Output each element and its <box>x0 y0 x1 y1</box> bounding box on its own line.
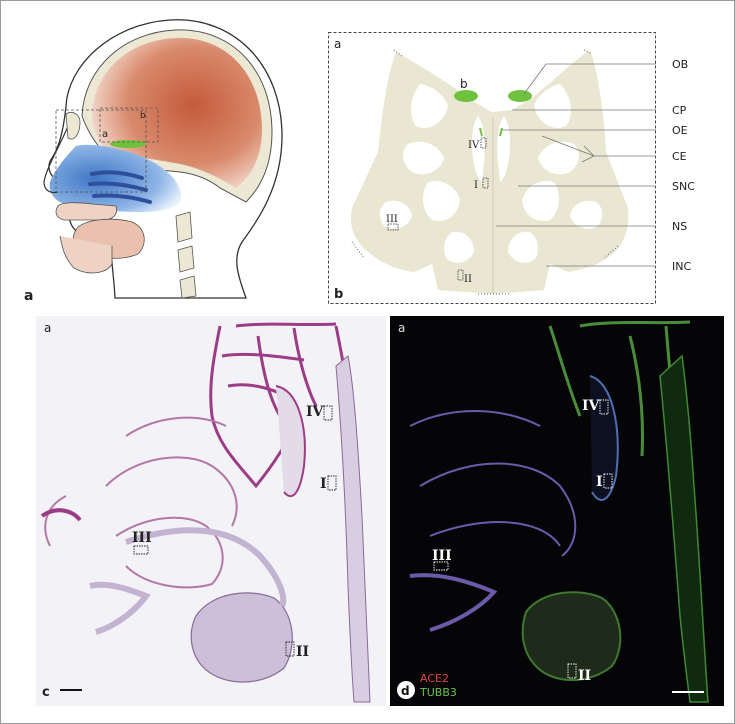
region-label-iv-b: IV <box>468 140 480 151</box>
legend-ace2: ACE2 <box>420 672 449 685</box>
panel-d-letter-badge <box>397 681 415 699</box>
upper-jaw <box>55 202 118 221</box>
box-label-a: a <box>102 129 108 140</box>
region-box-b <box>99 107 159 143</box>
label-snc: SNC <box>672 180 695 193</box>
region-label-iv-c: IV <box>306 404 325 420</box>
region-label-i-c: I <box>320 476 327 492</box>
region-label-ii-c: II <box>296 644 309 660</box>
panel-c-letter: c <box>42 685 50 700</box>
olfactory-bulb <box>110 140 146 148</box>
olfactory-bulb-right <box>508 90 532 102</box>
nose <box>43 125 69 194</box>
region-label-ii-b: II <box>464 274 472 285</box>
region-label-ii-d: II <box>578 668 591 684</box>
box-label-b: b <box>140 111 146 121</box>
vertebra <box>175 211 193 243</box>
panel-b-inner-label: b <box>460 77 468 91</box>
panel-a-head-illustration: a b a <box>24 19 283 304</box>
label-cp: CP <box>672 104 687 117</box>
panel-d-letter: d <box>401 684 410 698</box>
region-label-i-b: I <box>474 180 478 191</box>
panel-d-fluorescence: IV I III II a d ACE2 TUBB3 <box>390 316 724 706</box>
panel-c-histology: IV I III II a c <box>36 316 386 706</box>
olfactory-bulb-left <box>454 90 478 102</box>
region-label-i-d: I <box>596 474 603 490</box>
region-label-iv-d: IV <box>582 398 601 414</box>
panel-d-corner: a <box>398 321 405 335</box>
label-inc: INC <box>672 260 691 273</box>
panel-b-schematic: a <box>328 32 656 304</box>
tissue-network <box>209 322 352 489</box>
label-ob: OB <box>672 58 688 71</box>
panel-c-corner: a <box>44 321 51 335</box>
region-label-iii-d: III <box>432 548 452 564</box>
turbinate-ii <box>190 592 293 683</box>
cavities <box>379 84 603 263</box>
label-oe: OE <box>672 124 688 137</box>
legend-tubb3: TUBB3 <box>419 686 457 699</box>
label-ce: CE <box>672 150 687 163</box>
label-ns: NS <box>672 220 687 233</box>
region-box-a <box>55 109 147 193</box>
structure-labels: OB CP OE CE SNC NS INC <box>672 58 695 273</box>
brain <box>92 37 262 188</box>
lower-jaw <box>59 235 113 274</box>
septum-strip <box>335 355 371 703</box>
region-label-iii-b: III <box>386 214 398 225</box>
nasal-cavity <box>49 144 182 212</box>
panel-a-letter: a <box>24 288 33 304</box>
panel-b-letter: b <box>334 287 343 302</box>
region-label-iii-c: III <box>132 530 152 546</box>
panel-b-corner: a <box>334 37 341 51</box>
